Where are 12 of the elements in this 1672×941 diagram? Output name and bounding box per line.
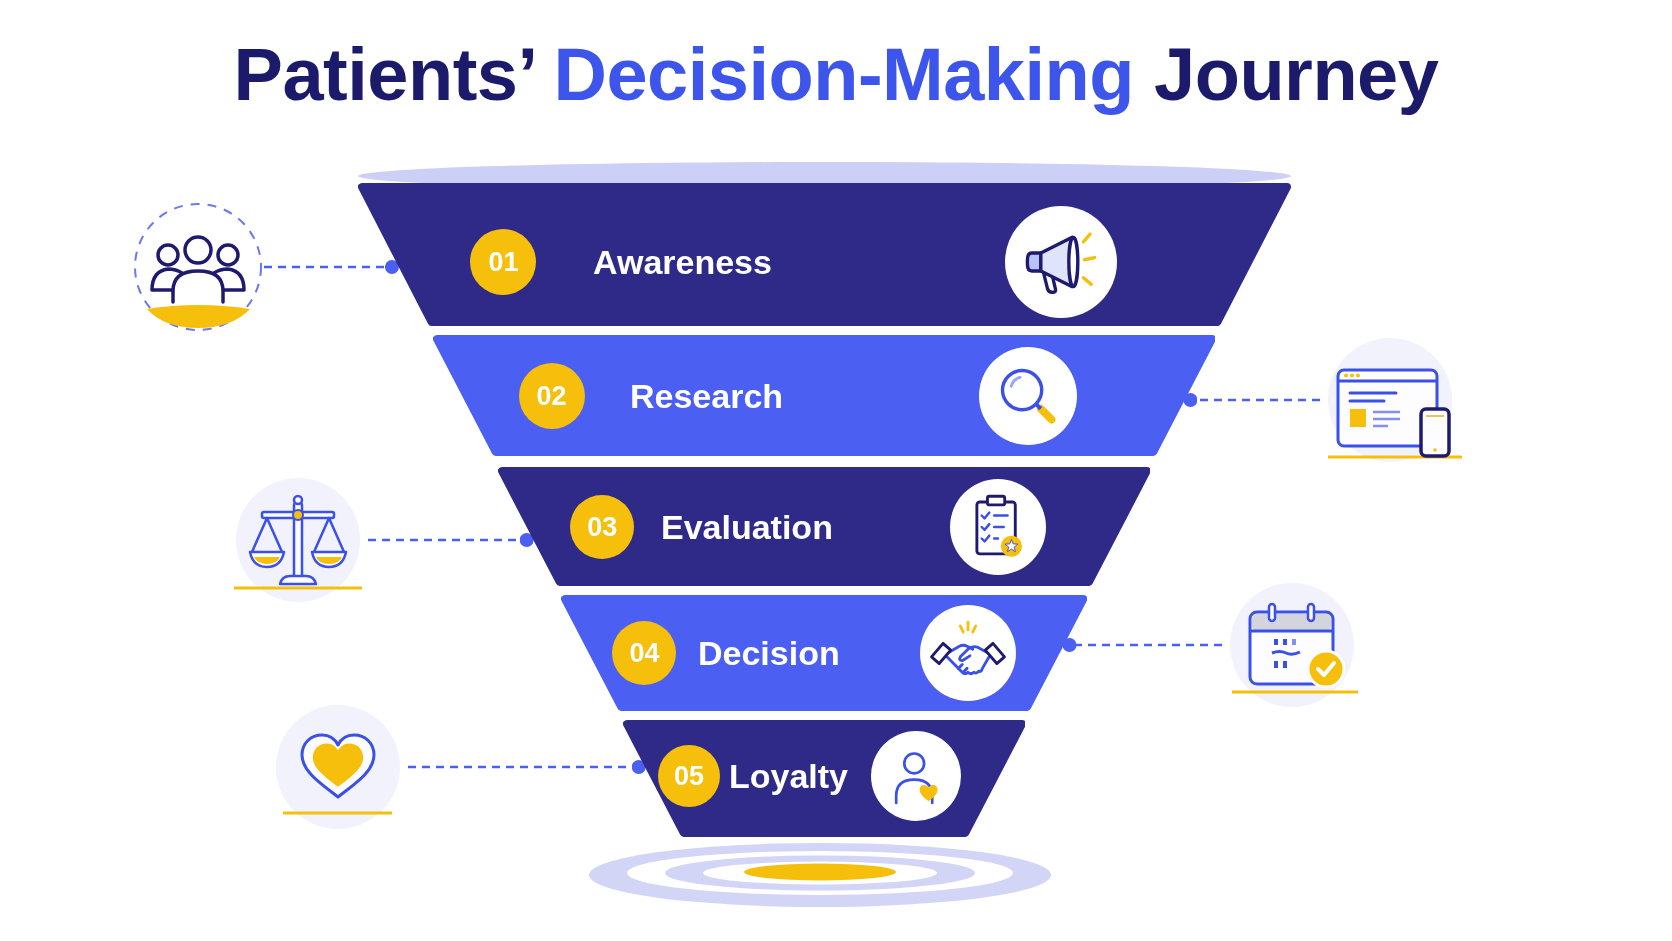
dashed-connector [1183, 393, 1320, 407]
stage-name: Decision [698, 633, 840, 673]
stage-name: Awareness [593, 242, 772, 282]
dashed-connector [368, 533, 534, 547]
dashed-connector [408, 760, 646, 774]
stage-name: Research [630, 376, 784, 416]
dashed-connector [264, 260, 399, 274]
stage-name: Evaluation [661, 507, 833, 547]
people-icon [132, 201, 264, 333]
dashed-connector [1062, 638, 1222, 652]
title: Patients’ Decision-Making Journey [233, 34, 1439, 117]
stage-name: Loyalty [729, 756, 849, 796]
